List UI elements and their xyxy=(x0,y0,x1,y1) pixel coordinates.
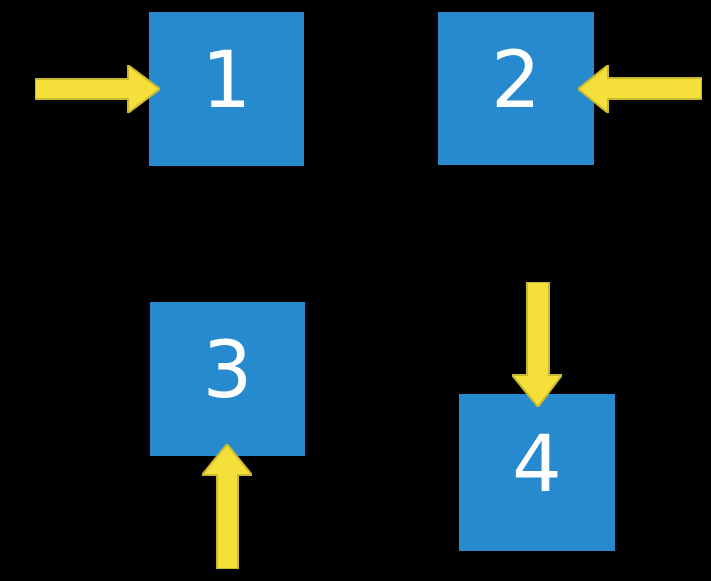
arrow-up-icon xyxy=(202,444,252,569)
numbered-box-4: 4 xyxy=(459,394,615,551)
numbered-box-2: 2 xyxy=(438,12,594,165)
box-label: 4 xyxy=(512,419,562,510)
arrow-right-icon xyxy=(35,65,160,113)
box-label: 2 xyxy=(491,35,541,126)
arrow-down-icon xyxy=(512,282,562,407)
numbered-box-3: 3 xyxy=(150,302,305,456)
box-label: 1 xyxy=(201,36,252,126)
box-label: 3 xyxy=(202,326,253,416)
arrow-left-icon xyxy=(578,65,702,113)
numbered-box-1: 1 xyxy=(149,12,304,166)
